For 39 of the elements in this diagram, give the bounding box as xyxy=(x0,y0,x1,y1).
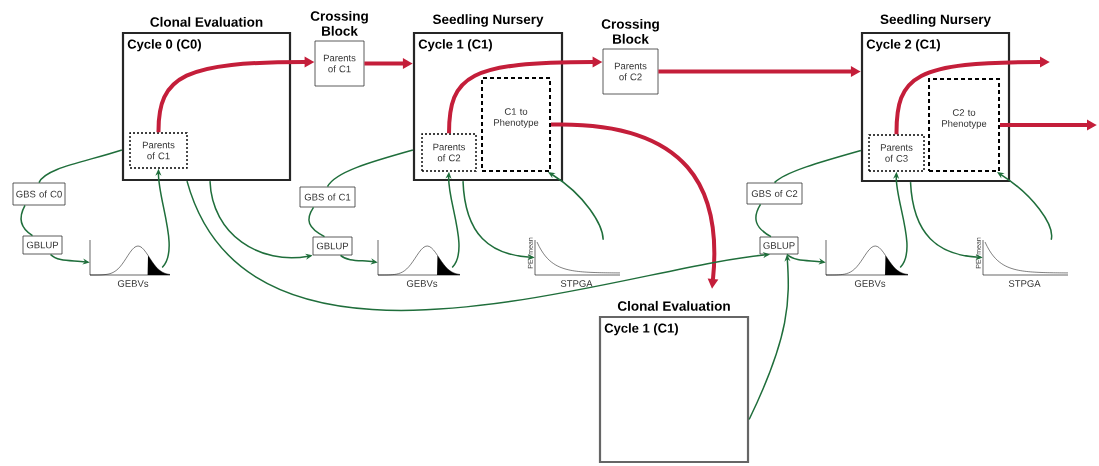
dashed-box: C2 to Phenotype xyxy=(928,78,1000,172)
connector-line xyxy=(308,206,326,238)
label-box: GBS of C2 xyxy=(746,182,803,205)
dotted-box: Parents of C2 xyxy=(421,133,477,172)
stage-heading: Seedling Nursery xyxy=(432,14,544,27)
chart-caption: STPGA xyxy=(560,280,593,287)
stage-heading: Clonal Evaluation xyxy=(617,300,730,311)
connector-line xyxy=(20,204,34,237)
label-box: GBLUP xyxy=(22,235,63,255)
density-curve-drawing xyxy=(89,239,171,276)
chart-caption: GEBVs xyxy=(854,280,886,287)
stage-heading: Seedling Nursery xyxy=(880,14,991,27)
label-box: Parents of C1 xyxy=(314,40,365,87)
label-box: GBS of C0 xyxy=(12,182,66,206)
block-heading: Crossing Block xyxy=(601,18,659,44)
label-box: Parents of C2 xyxy=(602,48,659,95)
dashed-box: C1 to Phenotype xyxy=(481,77,551,172)
connector-line xyxy=(326,149,414,188)
connector-line xyxy=(38,149,123,184)
block-heading: Crossing Block xyxy=(310,10,368,36)
arrow xyxy=(548,172,604,241)
stage-box: Cycle 1 (C1) xyxy=(598,315,750,464)
decay-curve-drawing xyxy=(534,239,621,276)
connector-line xyxy=(755,203,772,238)
decay-curve-drawing xyxy=(982,239,1069,276)
arrow xyxy=(997,172,1053,241)
stage-heading: Clonal Evaluation xyxy=(150,16,263,27)
dotted-box: Parents of C1 xyxy=(129,132,188,169)
chart-caption: GEBVs xyxy=(406,280,438,287)
label-box: GBLUP xyxy=(312,236,353,256)
arrow xyxy=(186,180,770,311)
connector-line xyxy=(773,149,862,184)
chart-caption: STPGA xyxy=(1008,280,1041,287)
density-curve-drawing xyxy=(377,239,461,276)
label-box: GBS of C1 xyxy=(299,186,356,208)
dotted-box: Parents of C3 xyxy=(868,134,925,172)
density-curve-drawing xyxy=(825,239,909,276)
chart-caption: GEBVs xyxy=(117,280,149,287)
label-box: GBLUP xyxy=(759,236,799,255)
